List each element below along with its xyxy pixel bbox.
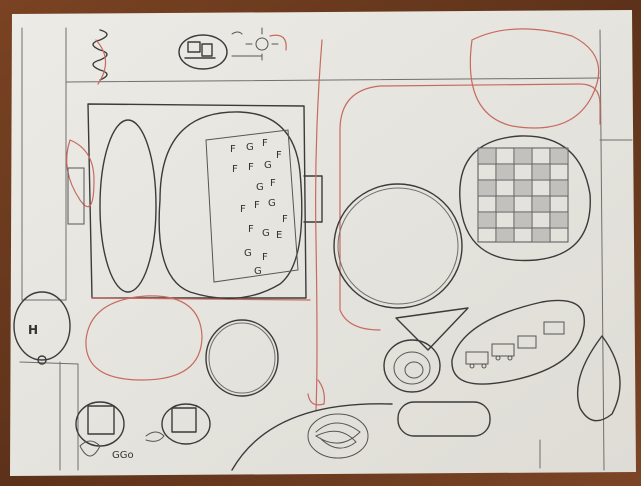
letter: F: [262, 138, 268, 149]
letter: F: [282, 214, 288, 225]
letter: G: [256, 182, 264, 193]
letter: F: [254, 200, 260, 211]
letter: G: [262, 228, 270, 239]
bottom-scribble: GGo: [112, 450, 134, 461]
letter: F: [232, 164, 238, 175]
h-label: H: [28, 323, 38, 337]
letter: G: [244, 248, 252, 259]
letter: F: [248, 162, 254, 173]
letter: G: [246, 142, 254, 153]
letter: G: [254, 266, 262, 277]
letter: E: [276, 230, 282, 241]
letter: F: [262, 252, 268, 263]
letter: F: [270, 178, 276, 189]
letter: G: [264, 160, 272, 171]
letter: F: [240, 204, 246, 215]
letter: F: [230, 144, 236, 155]
letter: G: [268, 198, 276, 209]
letter: F: [276, 150, 282, 161]
letter: F: [248, 224, 254, 235]
